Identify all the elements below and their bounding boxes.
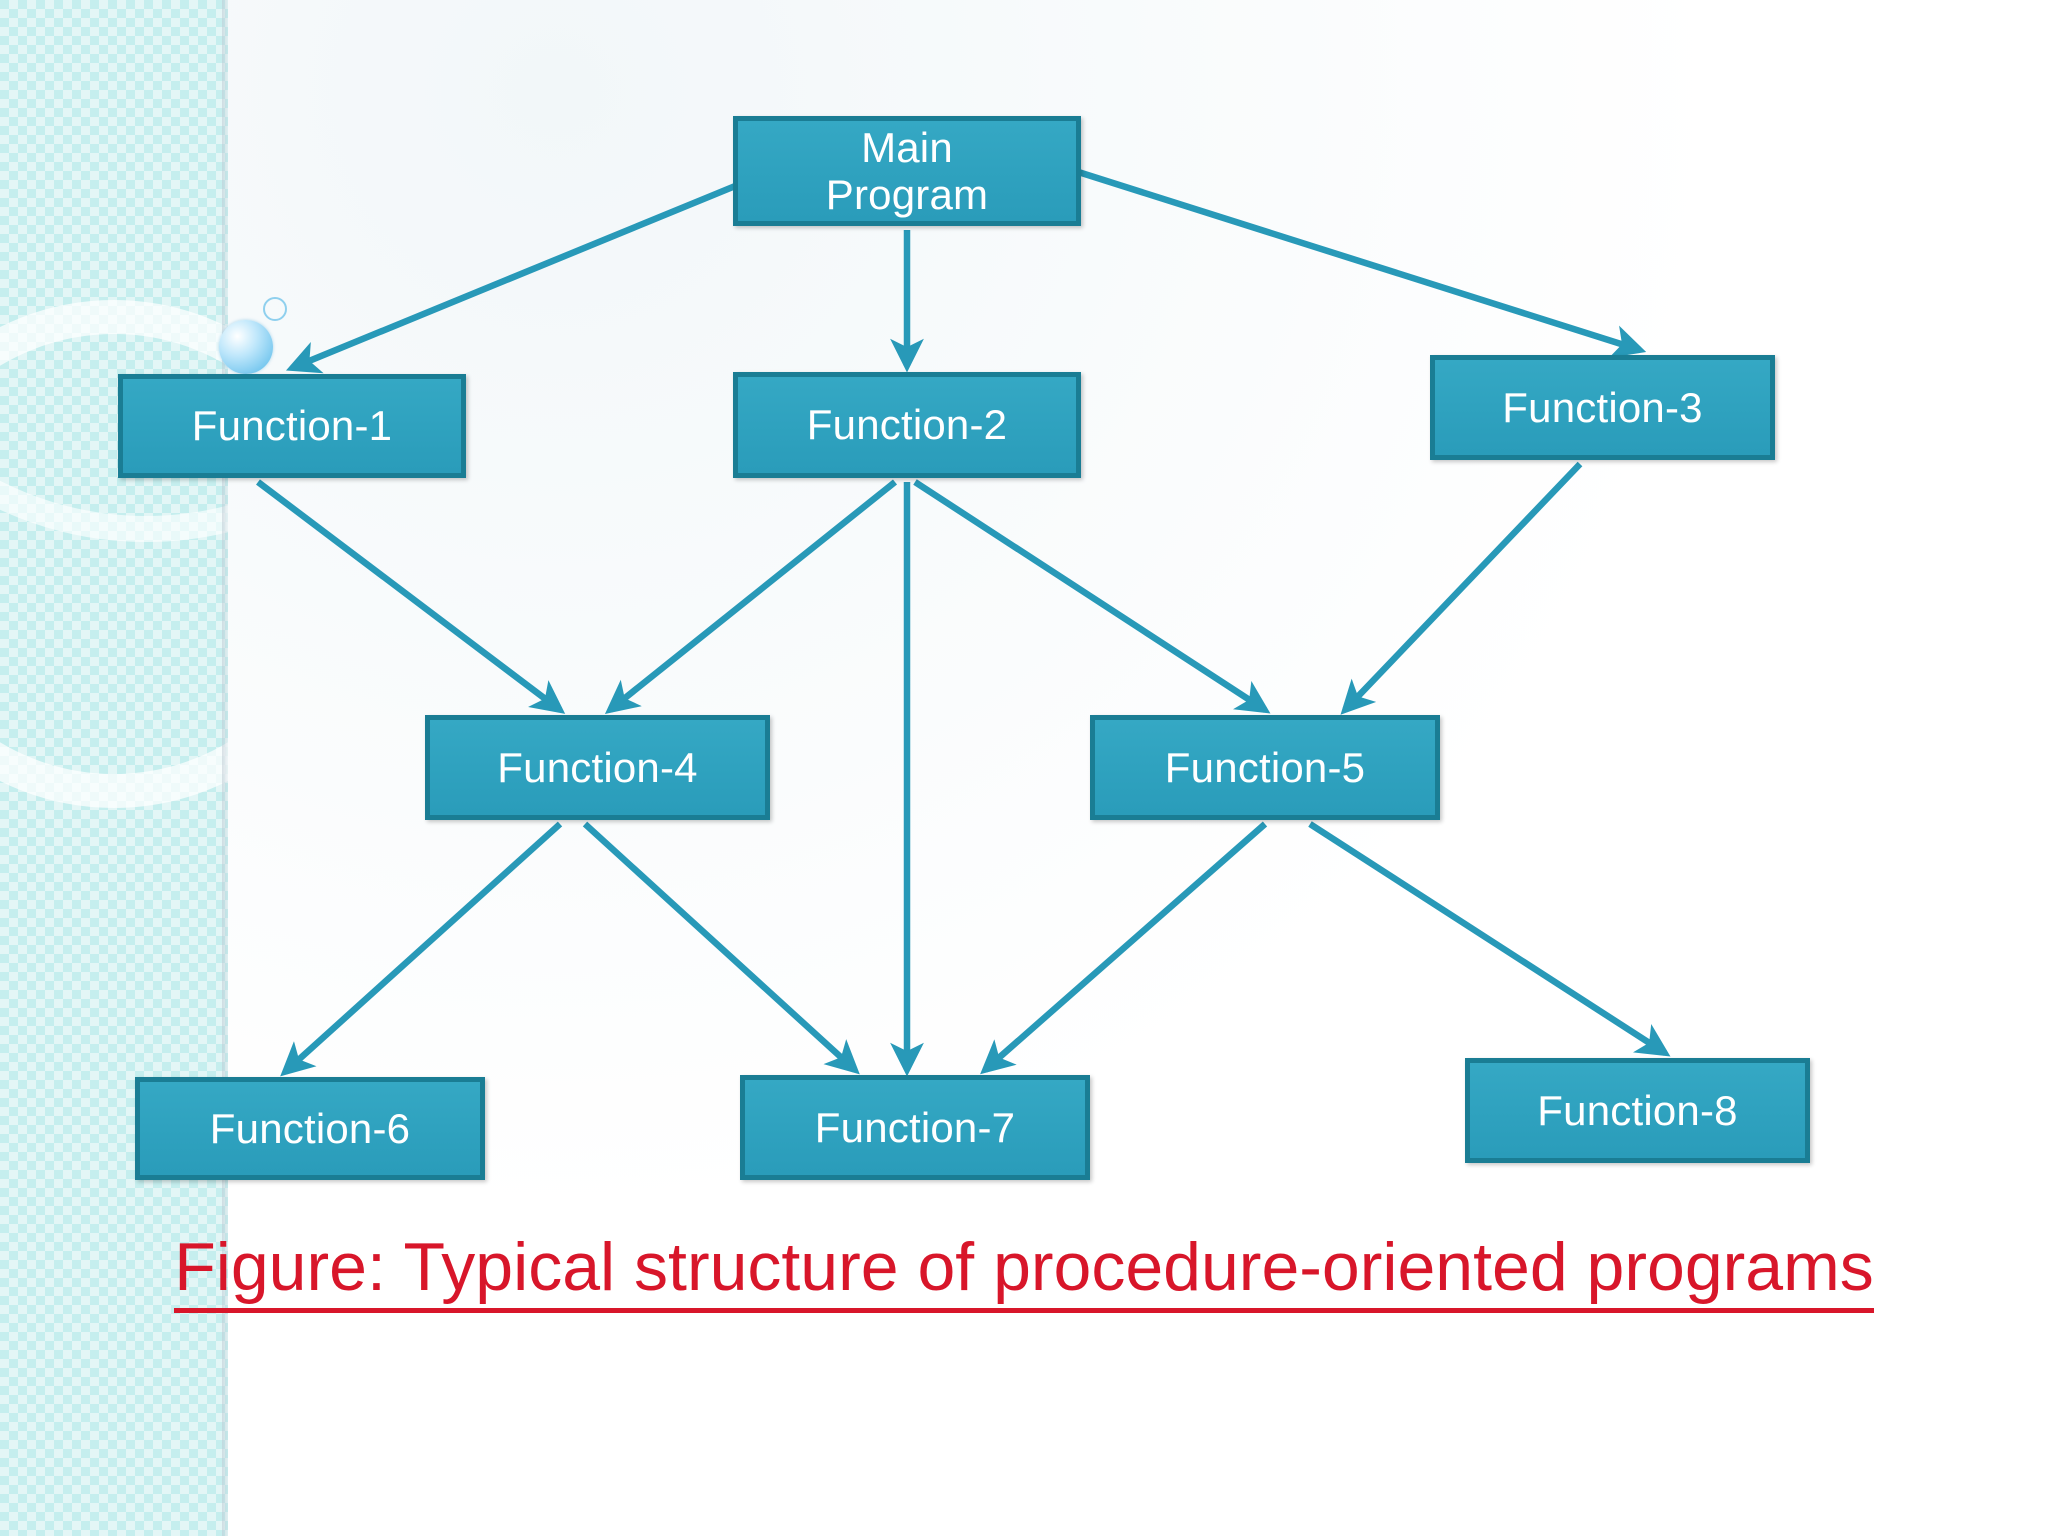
node-function-7[interactable]: Function-7 [740, 1075, 1090, 1180]
node-label: Function-7 [814, 1103, 1016, 1151]
arrow-function-5-to-function-7 [980, 821, 1268, 1075]
decorative-bubble-large [219, 320, 273, 374]
arrow-function-4-to-function-6 [280, 821, 563, 1077]
arrow-function-2-to-function-4 [604, 479, 898, 715]
node-function-4[interactable]: Function-4 [425, 715, 770, 820]
node-label: Function-6 [209, 1104, 411, 1152]
node-function-3[interactable]: Function-3 [1430, 355, 1775, 460]
node-function-1[interactable]: Function-1 [118, 374, 466, 478]
node-label: Function-5 [1164, 743, 1366, 791]
node-label: Main Program [825, 123, 989, 218]
arrow-main-to-function-1 [285, 178, 747, 374]
node-function-5[interactable]: Function-5 [1090, 715, 1440, 820]
arrow-function-3-to-function-5 [1340, 461, 1583, 715]
node-label: Function-1 [191, 402, 393, 450]
arrow-function-5-to-function-8 [1308, 821, 1671, 1057]
node-label: Function-3 [1502, 383, 1703, 431]
figure-caption: Figure: Typical structure of procedure-o… [0, 1228, 2048, 1314]
figure-caption-text: Figure: Typical structure of procedure-o… [174, 1228, 1874, 1314]
node-main[interactable]: Main Program [733, 116, 1081, 226]
node-label: Function-8 [1537, 1086, 1738, 1134]
node-label: Function-2 [806, 401, 1008, 449]
arrow-function-2-to-function-5 [913, 479, 1271, 714]
node-function-8[interactable]: Function-8 [1465, 1058, 1810, 1163]
sidebar-edge-shadow [222, 0, 230, 1536]
sidebar-texture-pattern [0, 0, 228, 1536]
decorative-bubble-small [263, 297, 287, 321]
node-label: Function-4 [497, 743, 698, 791]
node-function-6[interactable]: Function-6 [135, 1077, 485, 1180]
node-function-2[interactable]: Function-2 [733, 372, 1081, 478]
arrow-function-4-to-function-7 [582, 821, 860, 1075]
arrow-function-1-to-function-4 [256, 479, 566, 714]
arrow-main-to-function-3 [1071, 166, 1647, 358]
